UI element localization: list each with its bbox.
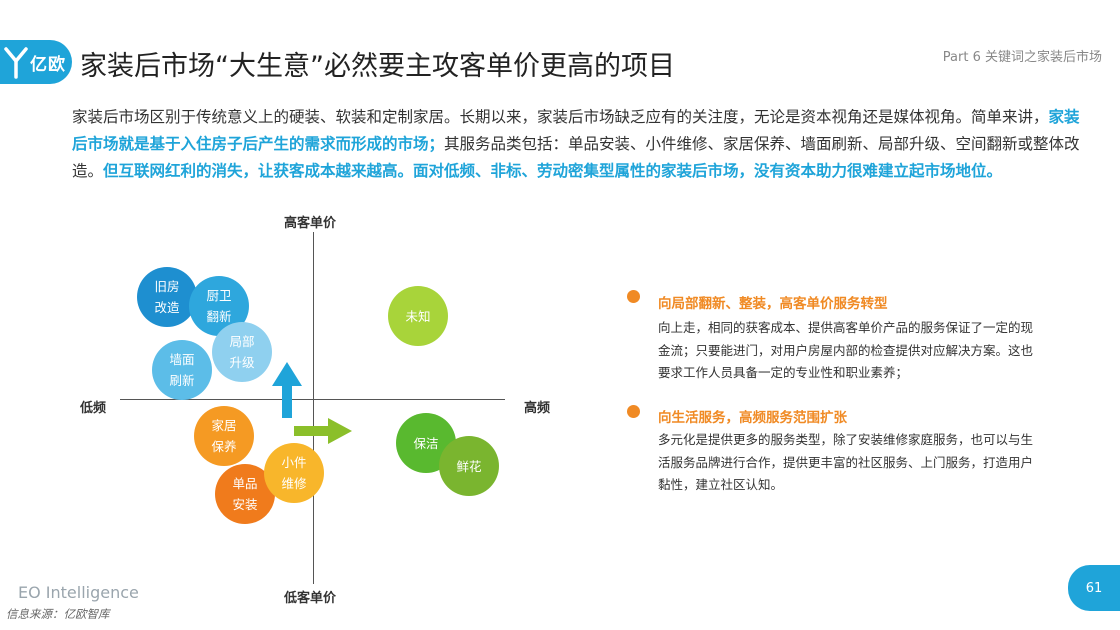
logo: 亿欧 (0, 40, 72, 84)
right-arrow-icon (294, 418, 352, 444)
axis-label-bottom: 低客单价 (284, 591, 337, 606)
point-body: 向上走，相同的获客成本、提供高客单价产品的服务保证了一定的现金流；只要能进门，对… (658, 320, 1034, 380)
section-label: Part 6 关键词之家装后市场 (942, 50, 1102, 65)
axis-label-right: 高频 (524, 401, 551, 416)
page-number: 61 (1068, 565, 1120, 611)
bubble-label: 维修 (281, 476, 307, 491)
bubble-label: 单品 (232, 476, 258, 491)
point-title: 向局部翻新、整装，高客单价服务转型 (658, 296, 888, 312)
axis-label-top: 高客单价 (284, 216, 337, 231)
bubble-label: 局部 (229, 334, 255, 349)
bubble-label: 家居 (211, 418, 237, 433)
up-arrow-icon (272, 362, 302, 418)
page-title: 家装后市场“大生意”必然要主攻客单价更高的项目 (80, 51, 675, 82)
point-body: 多元化是提供更多的服务类型，除了安装维修家庭服务，也可以与生活服务品牌进行合作，… (658, 432, 1034, 492)
bubble-label: 厨卫 (206, 288, 232, 303)
intro-highlight-2: 但互联网红利的消失，让获客成本越来越高。面对低频、非标、劳动密集型属性的家装后市… (103, 162, 1003, 180)
bubble-qiangmian: 墙面 刷新 (152, 340, 212, 400)
intro-text-1: 家装后市场区别于传统意义上的硬装、软装和定制家居。长期以来，家装后市场缺乏应有的… (72, 108, 1049, 126)
bullet-dot-icon (627, 290, 640, 303)
intro-highlight-1: 家装后市场就是基于入住房子后产生的需求而形成的市场； (72, 108, 1080, 153)
vertical-axis (313, 232, 314, 584)
footer-brand: EO Intelligence (18, 583, 139, 602)
intro-text-2: 其服务品类包括：单品安装、小件维修、家居保养、墙面刷新、局部升级、空间翻新或整体… (72, 135, 1080, 180)
bullet-dot-icon (627, 405, 640, 418)
bubble-label: 保养 (211, 439, 237, 454)
logo-text: 亿欧 (30, 55, 66, 75)
bubble-jiufang: 旧房 改造 (137, 267, 197, 327)
bubble-xianhua: 鲜花 (439, 436, 499, 496)
bubble-label: 未知 (405, 308, 431, 324)
horizontal-axis (120, 399, 505, 400)
point-title: 向生活服务，高频服务范围扩张 (658, 410, 847, 426)
bubble-weizhi: 未知 (388, 286, 448, 346)
bubble-label: 墙面 (169, 352, 195, 367)
bubble-label: 改造 (154, 300, 180, 315)
bubble-jiaju: 家居 保养 (194, 406, 254, 466)
bubble-label: 旧房 (154, 279, 180, 294)
logo-mark-icon (4, 47, 28, 79)
intro-paragraph: 家装后市场区别于传统意义上的硬装、软装和定制家居。长期以来，家装后市场缺乏应有的… (72, 104, 1082, 185)
bubble-label: 小件 (281, 455, 307, 470)
bubble-label: 安装 (232, 497, 258, 512)
footer-source: 信息来源：亿欧智库 (6, 607, 110, 621)
bubble-label: 翻新 (206, 309, 232, 324)
bubble-label: 鲜花 (456, 458, 482, 474)
bubble-label: 升级 (229, 355, 255, 370)
bubble-xiaojian: 小件 维修 (264, 443, 324, 503)
bubble-label: 保洁 (413, 435, 439, 451)
bubble-label: 刷新 (169, 373, 195, 388)
bubble-jubu: 局部 升级 (212, 322, 272, 382)
axis-label-left: 低频 (80, 401, 107, 416)
